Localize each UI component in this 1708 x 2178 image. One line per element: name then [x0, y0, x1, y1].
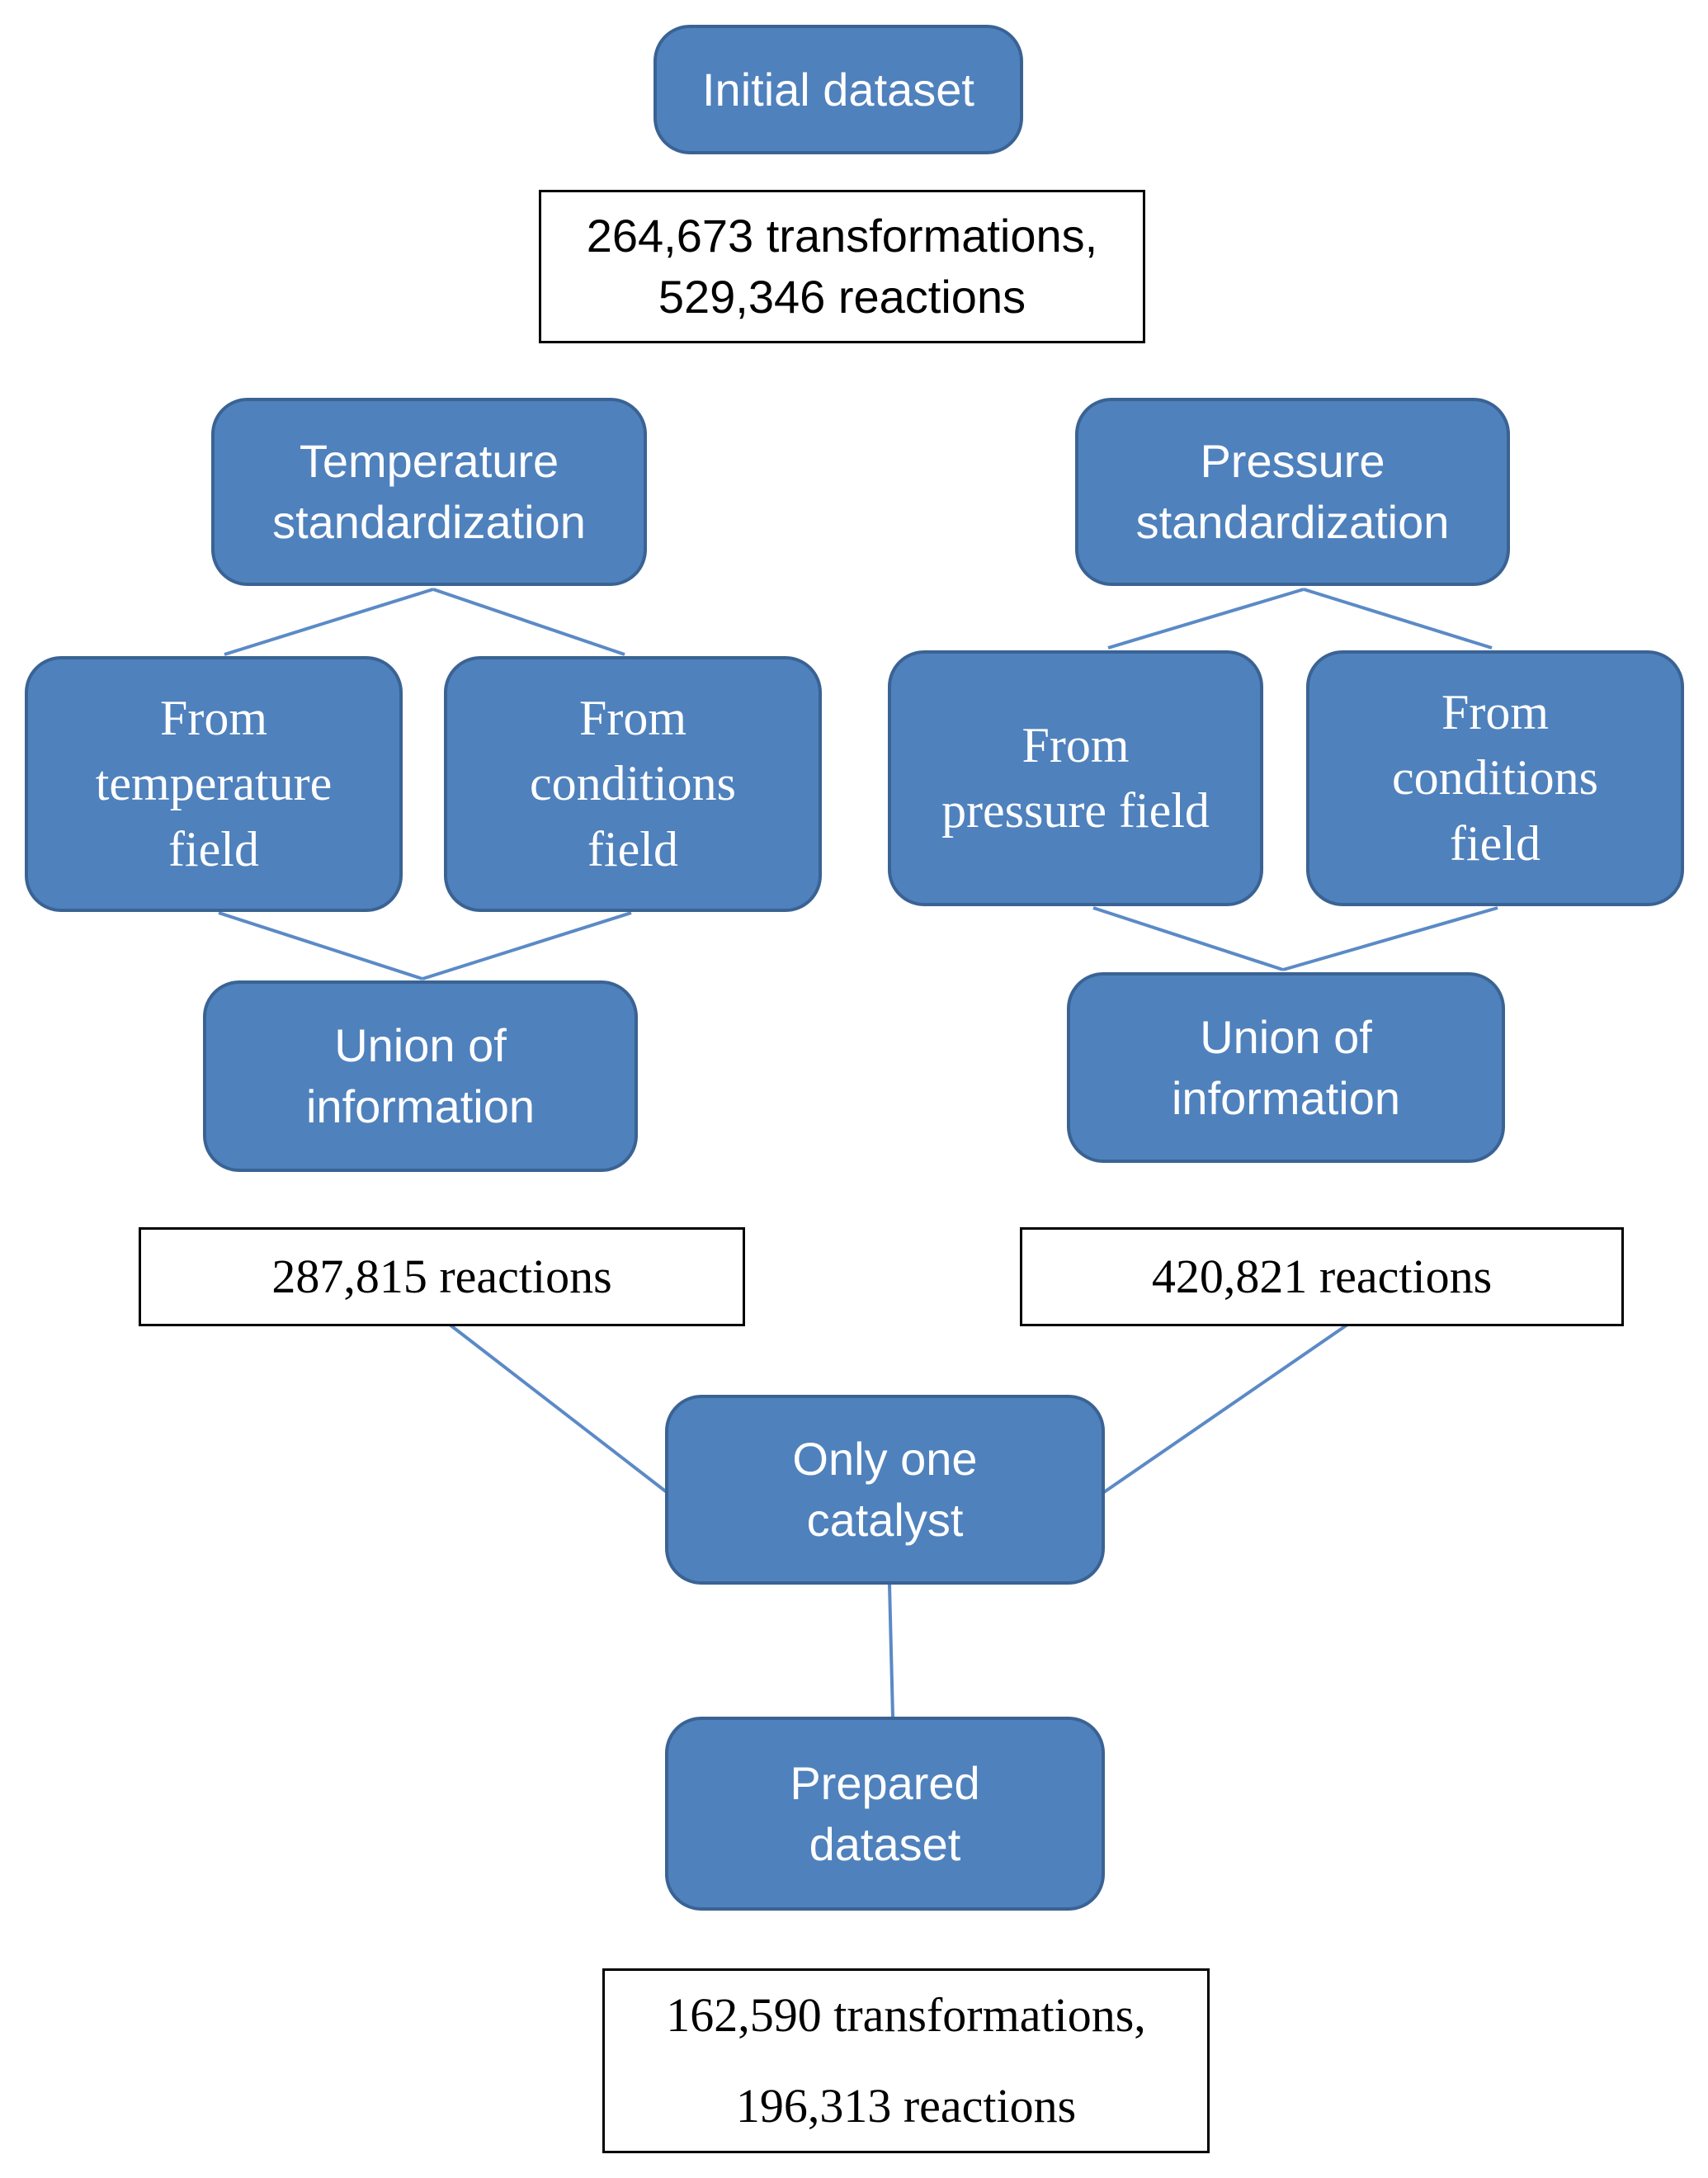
- connector-temp-to-from-cond-left: [432, 588, 625, 656]
- connector-from-cond-right-to-union-right: [1282, 906, 1498, 971]
- pressure-count-box: 420,821 reactions: [1020, 1227, 1624, 1326]
- from-conditions-field-right-node: From conditions field: [1306, 650, 1684, 906]
- connector-from-temp-to-union-left: [218, 911, 423, 980]
- only-one-catalyst-node: Only one catalyst: [665, 1395, 1105, 1585]
- connector-pressure-to-from-pressure: [1107, 588, 1305, 650]
- prepared-count-box: 162,590 transformations, 196,313 reactio…: [602, 1968, 1210, 2153]
- from-conditions-field-left-node: From conditions field: [444, 656, 822, 912]
- prepared-dataset-node: Prepared dataset: [665, 1717, 1105, 1911]
- pressure-standardization-node: Pressure standardization: [1075, 398, 1510, 586]
- connector-temp-to-from-temp: [224, 588, 434, 656]
- union-of-information-right-node: Union of information: [1067, 972, 1505, 1163]
- temperature-standardization-node: Temperature standardization: [211, 398, 647, 586]
- initial-dataset-node: Initial dataset: [653, 25, 1023, 154]
- connector-catalyst-to-prepared: [888, 1584, 894, 1717]
- from-temperature-field-node: From temperature field: [25, 656, 403, 912]
- temperature-count-box: 287,815 reactions: [139, 1227, 745, 1326]
- connector-pressure-to-from-cond-right: [1303, 588, 1493, 650]
- connector-temp-count-to-catalyst: [448, 1323, 668, 1494]
- from-pressure-field-node: From pressure field: [888, 650, 1263, 906]
- union-of-information-left-node: Union of information: [203, 980, 638, 1172]
- connector-from-cond-left-to-union-left: [422, 911, 632, 980]
- initial-count-box: 264,673 transformations, 529,346 reactio…: [539, 190, 1145, 343]
- connector-from-pressure-to-union-right: [1092, 906, 1284, 971]
- connector-pressure-count-to-catalyst: [1102, 1323, 1349, 1494]
